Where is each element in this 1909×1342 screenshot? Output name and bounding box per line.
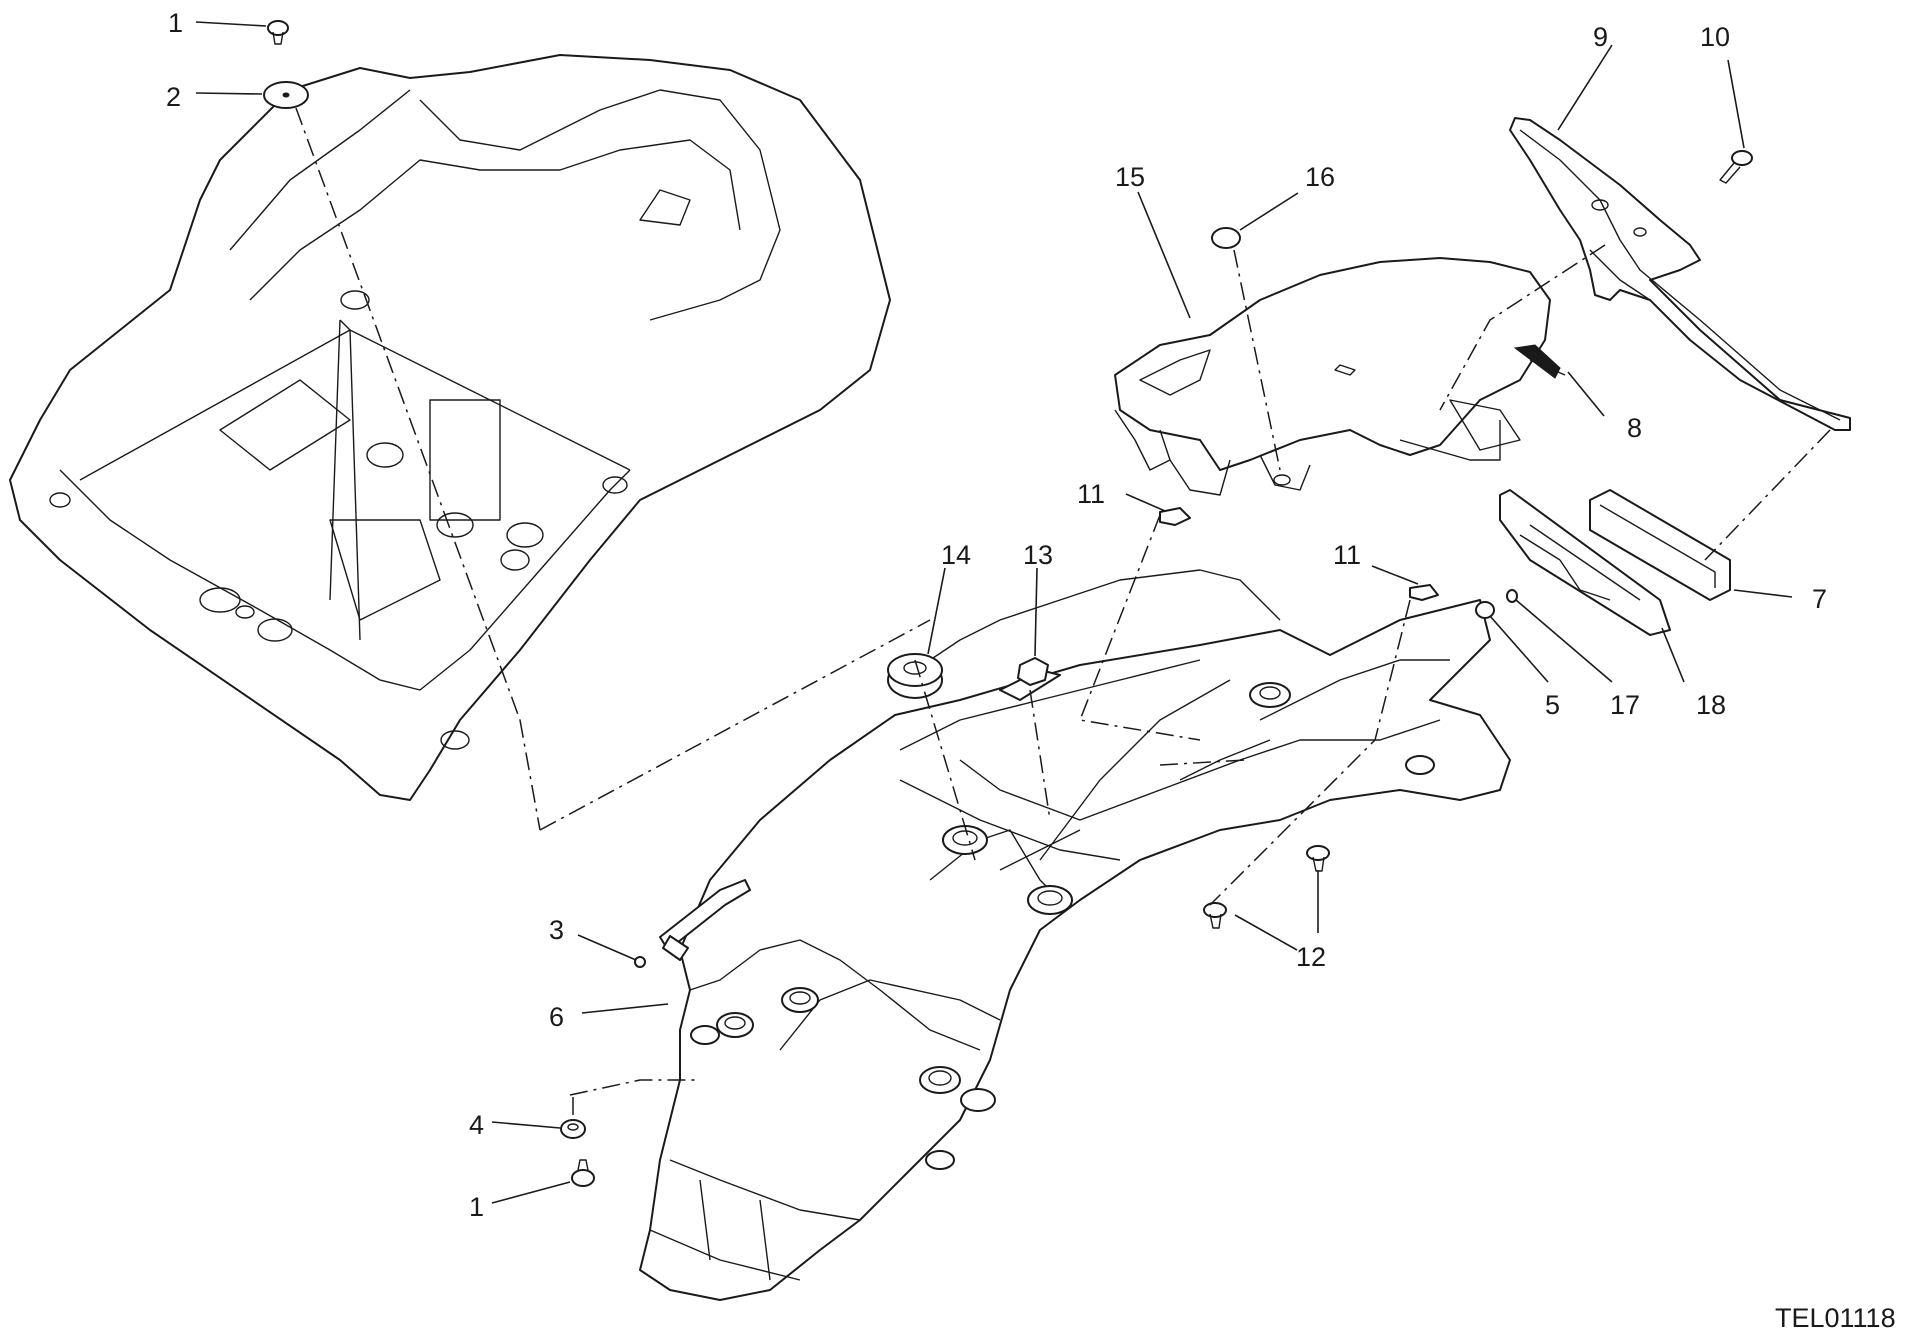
callout-label: 11 — [1333, 540, 1361, 570]
callout-label: 3 — [549, 915, 564, 945]
callout-label: 9 — [1593, 22, 1608, 52]
rear-mudguard-part — [1114, 257, 1551, 496]
drawing-code: TEL01118 — [1775, 1303, 1896, 1333]
callout-label: 10 — [1700, 22, 1730, 52]
callout-label: 18 — [1696, 690, 1726, 720]
callout-label: 8 — [1627, 413, 1642, 443]
callout-label: 5 — [1545, 690, 1560, 720]
callout-label: 15 — [1115, 162, 1145, 192]
leader-lines — [195, 21, 1793, 1204]
callout-label: 14 — [941, 540, 971, 570]
plate-holder-part — [1509, 117, 1851, 431]
callout-label: 12 — [1296, 942, 1326, 972]
callout-label: 13 — [1023, 540, 1053, 570]
rear-subframe-part — [9, 54, 891, 801]
lower-mudguard-part — [639, 569, 1511, 1301]
assembly-lines — [295, 107, 1831, 1115]
callout-label: 16 — [1305, 162, 1335, 192]
callout-label: 11 — [1077, 479, 1105, 509]
hardware-parts — [263, 20, 1753, 1187]
callout-label: 17 — [1610, 690, 1640, 720]
callout-labels: 1 2 9 10 15 16 8 11 14 13 11 7 5 17 18 3… — [166, 8, 1827, 1222]
callout-label: 2 — [166, 82, 181, 112]
callout-label: 1 — [469, 1192, 484, 1222]
callout-label: 7 — [1812, 584, 1827, 614]
callout-label: 4 — [469, 1110, 484, 1140]
cable-tie-part — [634, 879, 751, 968]
callout-label: 6 — [549, 1002, 564, 1032]
clip-part — [999, 657, 1061, 701]
plate-light-part — [1499, 489, 1731, 636]
callout-label: 1 — [168, 8, 183, 38]
